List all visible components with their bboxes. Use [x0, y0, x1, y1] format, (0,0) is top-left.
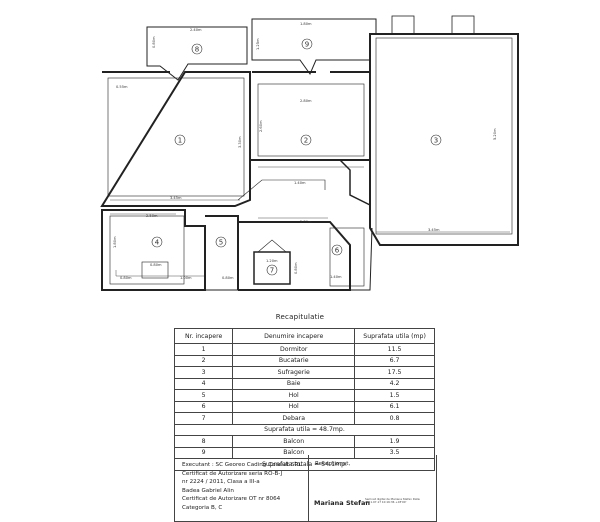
- dim-top-balcony: 2.40m: [190, 28, 202, 32]
- certificate-line-3: Certificat de Autorizare OT nr 8064: [182, 496, 281, 503]
- dim-r4-b1: 0.80m: [120, 276, 132, 280]
- header-nr: Nr. incapere: [173, 328, 234, 344]
- room-label-7: 7: [270, 267, 274, 275]
- dim-r3-side: 5.20m: [493, 128, 497, 140]
- certificate-line-1: Certificat de Autorizare seria RO-B-J: [182, 470, 283, 477]
- received-label: Receptionat,: [315, 461, 351, 467]
- digital-signature-note: Semnat digital de Mariana Stefan Data: 2…: [365, 497, 421, 505]
- room-label-8: 8: [195, 46, 199, 54]
- category-line: Categoria B, C: [182, 504, 223, 511]
- dim-r4-b3: 1.00m: [180, 276, 192, 280]
- executant-line: Executant : SC Georeo Cading Consult SRL: [182, 462, 302, 468]
- balcony-9-outline: [251, 18, 377, 76]
- header-area: Suprafata utila (mp): [354, 328, 435, 344]
- room-label-3: 3: [434, 137, 438, 145]
- digital-signature-name: Mariana Stefan: [314, 499, 370, 507]
- summary-title: Recapitulatie: [275, 313, 325, 321]
- dim-r7-side: 0.80m: [294, 262, 298, 274]
- certificate-line-2: nr 2224 / 2011, Clasa a III-a: [182, 479, 260, 486]
- room-2-outline: [250, 71, 371, 161]
- room-label-6: 6: [335, 247, 340, 255]
- room-label-1: 1: [178, 137, 182, 145]
- room-label-9: 9: [305, 41, 309, 49]
- dim-top-wc: 1.80m: [300, 22, 312, 26]
- hallway-outline: [250, 159, 371, 206]
- room-5-outline: [205, 215, 239, 290]
- room-6-outline: [238, 221, 351, 291]
- floor-plan: 8 9 1 2 3 4 5 6 7 2.40m 0.80m 1.80m 1.25…: [100, 15, 519, 291]
- dim-r4-top: 2.50m: [146, 214, 158, 218]
- balcony-8-outline: [146, 26, 248, 81]
- dim-r1-note: 0.55m: [116, 85, 128, 89]
- room-1-outline: [100, 71, 251, 207]
- executant-info: Executant : SC Georeo Cading Consult SRL…: [182, 461, 302, 513]
- dim-r7-top: 1.20m: [266, 259, 278, 263]
- person-name: Badea Gabriel Alin: [182, 487, 234, 494]
- summary-table: Nr. incapere Denumire incapere Suprafata…: [173, 328, 435, 471]
- dim-r2-side: 2.60m: [259, 120, 263, 132]
- dim-r3-bottom: 3.45m: [428, 228, 440, 232]
- dim-corner: 1.40m: [294, 181, 306, 185]
- room-label-2: 2: [304, 137, 308, 145]
- dim-r2-bottom: 2.80m: [300, 220, 312, 224]
- dim-r1-side: 3.30m: [238, 136, 242, 148]
- dim-r1-bottom: 3.45m: [170, 196, 182, 200]
- total-area: Suprafata totala = 54.1mp.: [174, 458, 435, 471]
- room-label-5: 5: [219, 239, 223, 247]
- dim-r2-top: 2.80m: [300, 99, 312, 103]
- signature-block: Executant : SC Georeo Cading Consult SRL…: [174, 455, 437, 522]
- divider: [308, 455, 309, 521]
- dim-balcony-8-height: 0.80m: [152, 36, 156, 48]
- header-name: Denumire incapere: [232, 328, 356, 344]
- useful-area-total: Suprafata utila = 48.7mp.: [174, 423, 435, 436]
- dim-r5-bottom: 0.80m: [222, 276, 234, 280]
- room-3-outline: [369, 33, 519, 246]
- room-7-outline: [253, 251, 291, 285]
- dim-r6-bottom: 1.40m: [330, 275, 342, 279]
- dim-r4-b2: 0.80m: [150, 263, 162, 267]
- dim-r4-left: 1.80m: [113, 236, 117, 248]
- room-label-4: 4: [155, 239, 160, 247]
- dim-balcony-9-height: 1.25m: [256, 38, 260, 50]
